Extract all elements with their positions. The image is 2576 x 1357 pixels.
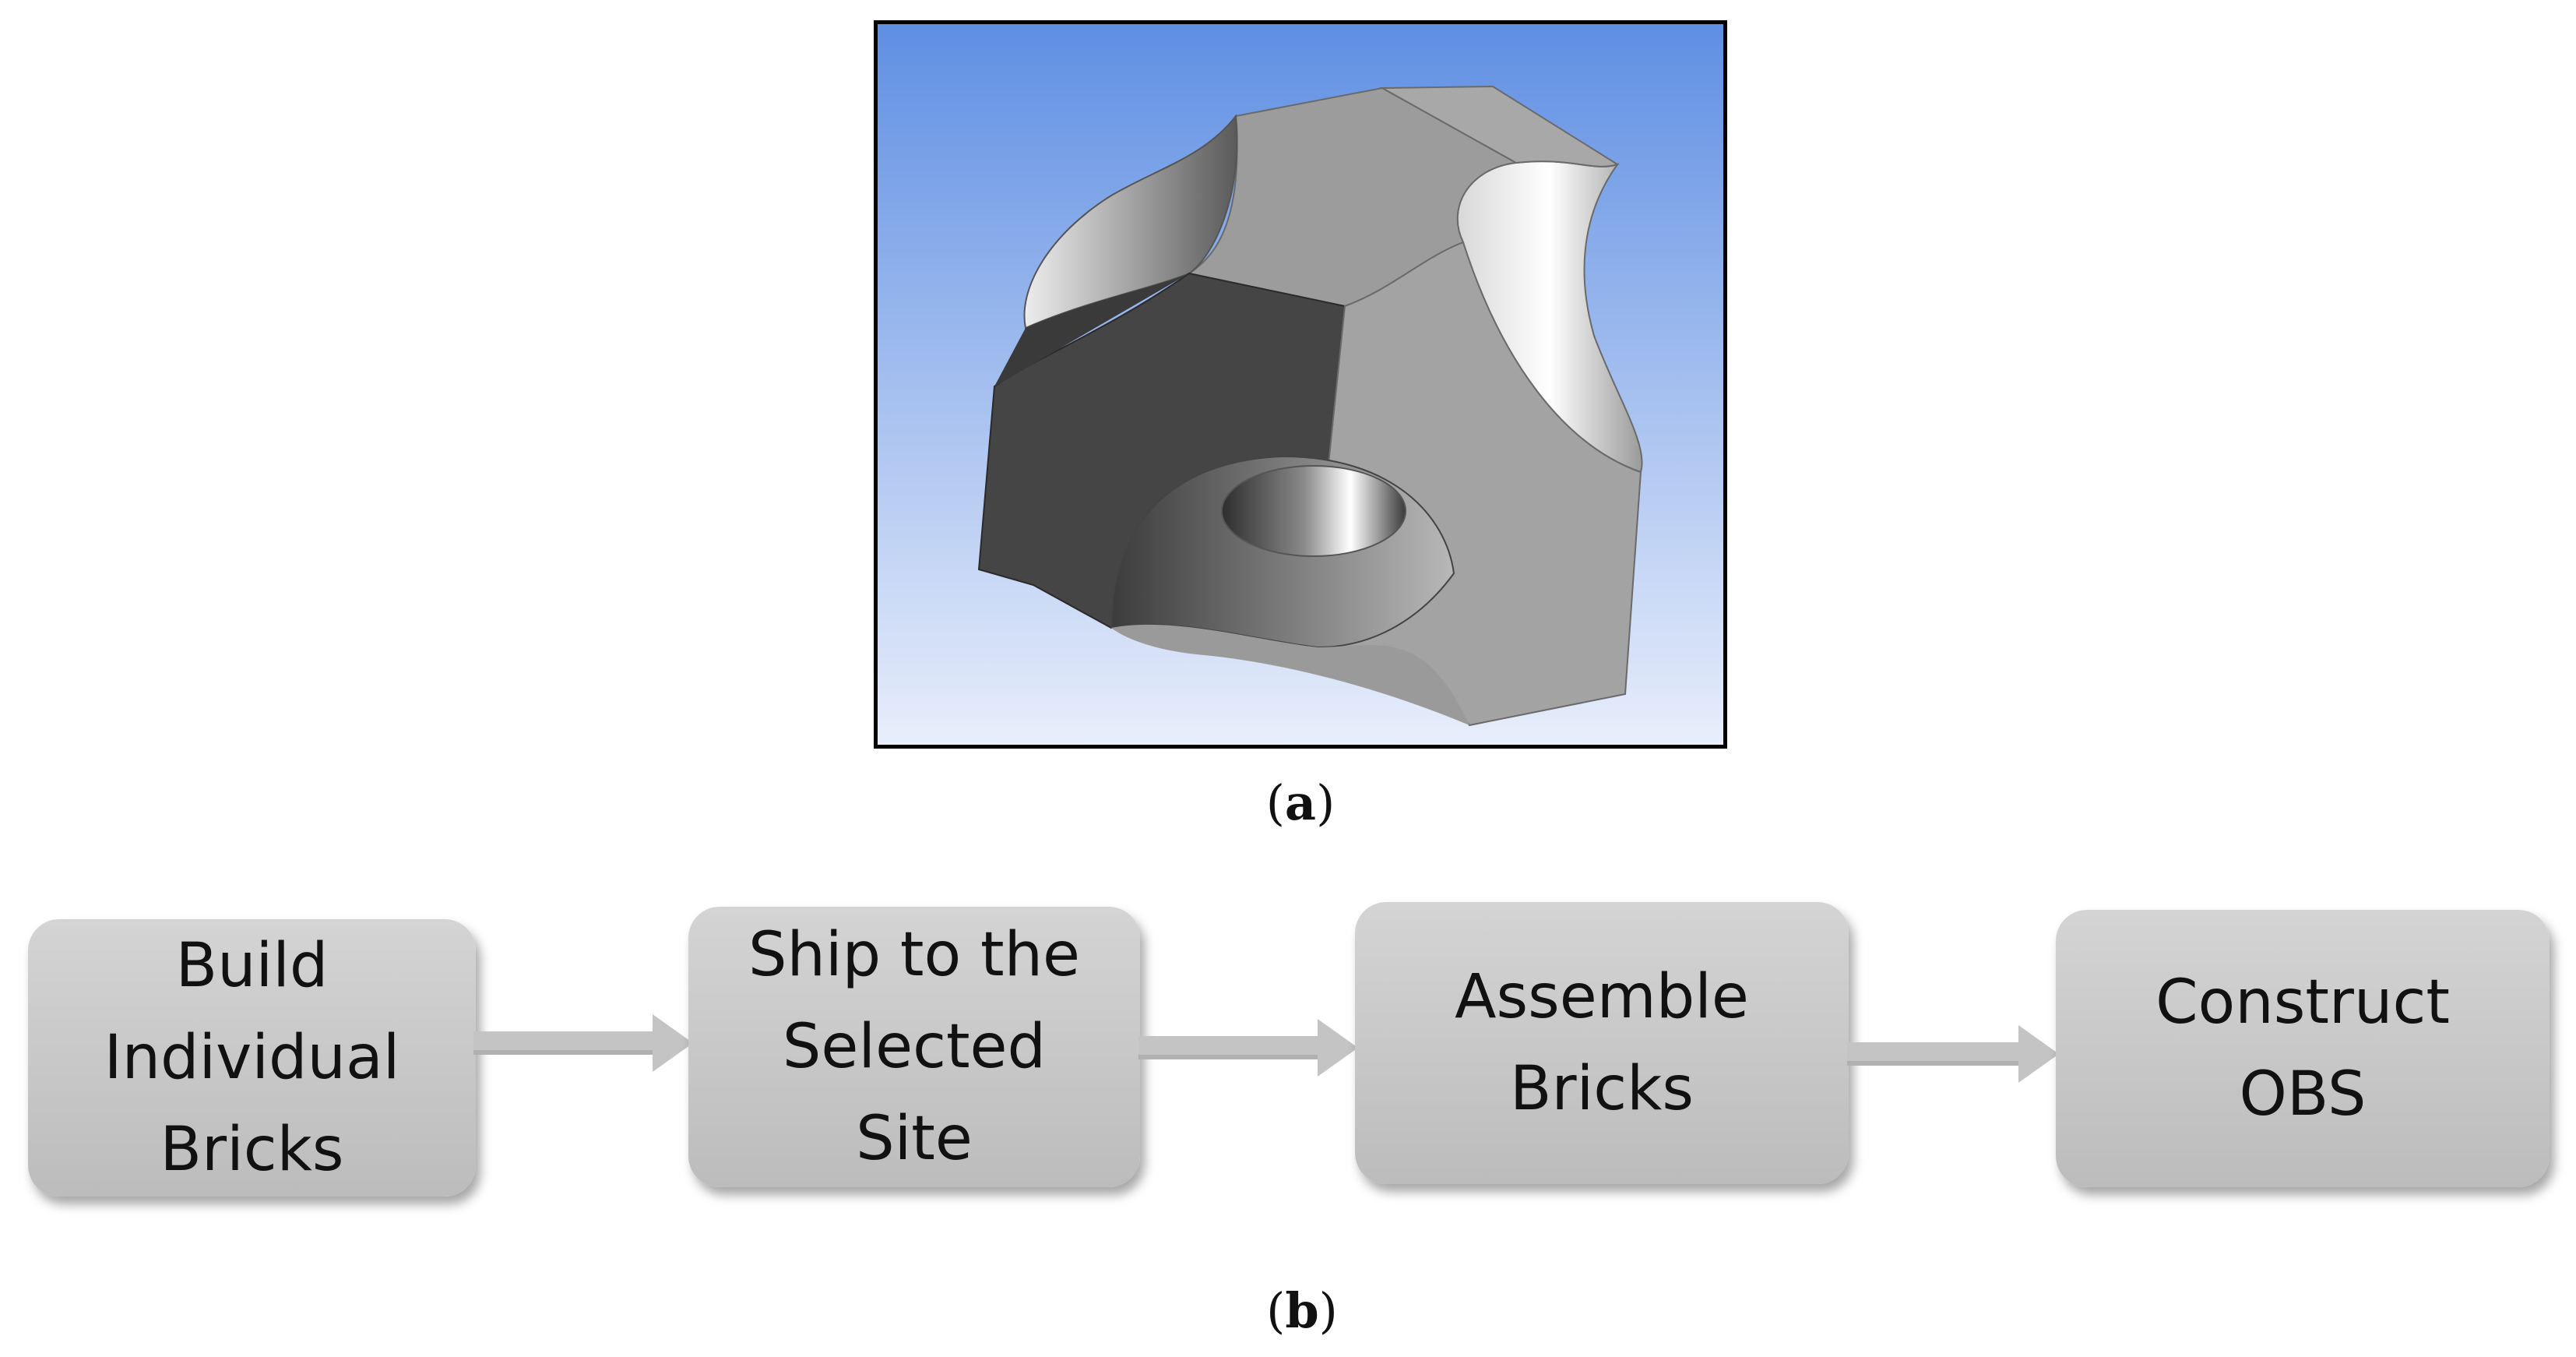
step-assemble-bricks: Assemble Bricks <box>1355 902 1849 1184</box>
brick-left-shadow <box>994 273 1189 386</box>
caption-a-open: ( <box>1265 774 1285 831</box>
caption-b-open: ( <box>1266 1282 1286 1339</box>
caption-b-close: ) <box>1318 1282 1338 1339</box>
brick-through-hole <box>1221 465 1406 557</box>
brick-3d-render <box>874 20 1727 749</box>
brick-bottom-face <box>1111 624 1469 725</box>
arrow-icon <box>473 1014 693 1072</box>
arrow-step-1-to-2 <box>473 1013 693 1075</box>
arrow-icon <box>1847 1025 2059 1083</box>
caption-a: (a) <box>1184 779 1417 827</box>
caption-a-letter: a <box>1284 774 1317 831</box>
step-construct-obs: Construct OBS <box>2056 910 2550 1187</box>
step-ship-to-selected-site: Ship to the Selected Site <box>688 907 1140 1187</box>
caption-b: (b) <box>1185 1287 1419 1335</box>
step-build-individual-bricks: Build Individual Bricks <box>28 919 476 1197</box>
arrow-step-2-to-3 <box>1138 1017 1358 1080</box>
brick-top-right-edge <box>1379 85 1620 167</box>
caption-a-close: ) <box>1316 774 1336 831</box>
caption-b-letter: b <box>1285 1282 1319 1339</box>
arrow-icon <box>1138 1019 1358 1077</box>
brick-3d-drawing <box>878 24 1723 745</box>
arrow-step-3-to-4 <box>1847 1024 2059 1086</box>
